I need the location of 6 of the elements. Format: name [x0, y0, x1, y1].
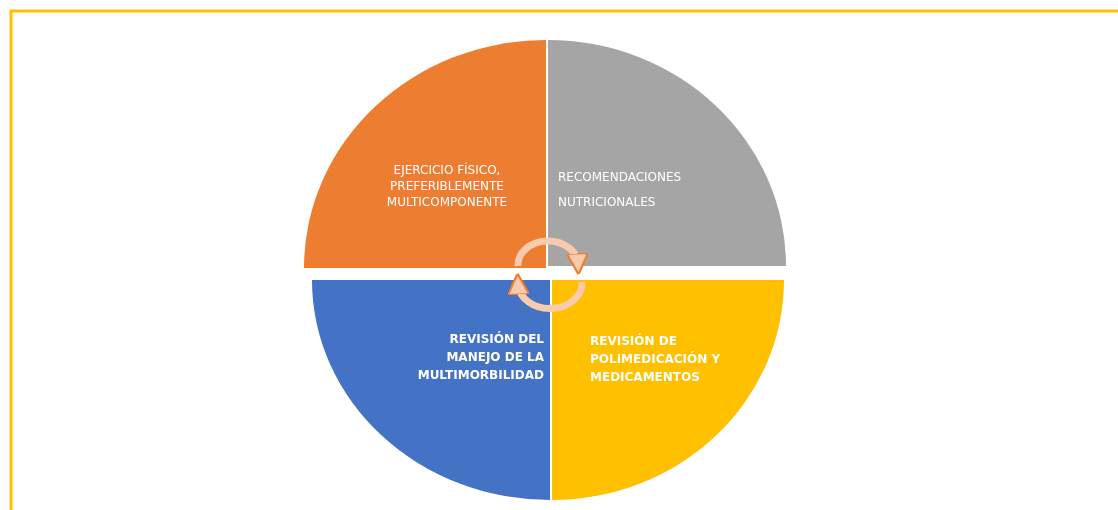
cycle-arrow — [507, 272, 586, 313]
segment-label: RECOMENDACIONES NUTRICIONALES — [558, 169, 683, 211]
segment-label: REVISIÓN DE POLIMEDICACIÓN Y MEDICAMENTOS — [590, 332, 722, 386]
segment-label: EJERCICIO FÍSICO, PREFERIBLEMENTE MULTICOMPONENTE — [385, 162, 509, 210]
segment-label: REVISIÓN DEL MANEJO DE LA MULTIMORBILIDAD — [416, 330, 544, 384]
cycle-arrow — [514, 237, 589, 276]
